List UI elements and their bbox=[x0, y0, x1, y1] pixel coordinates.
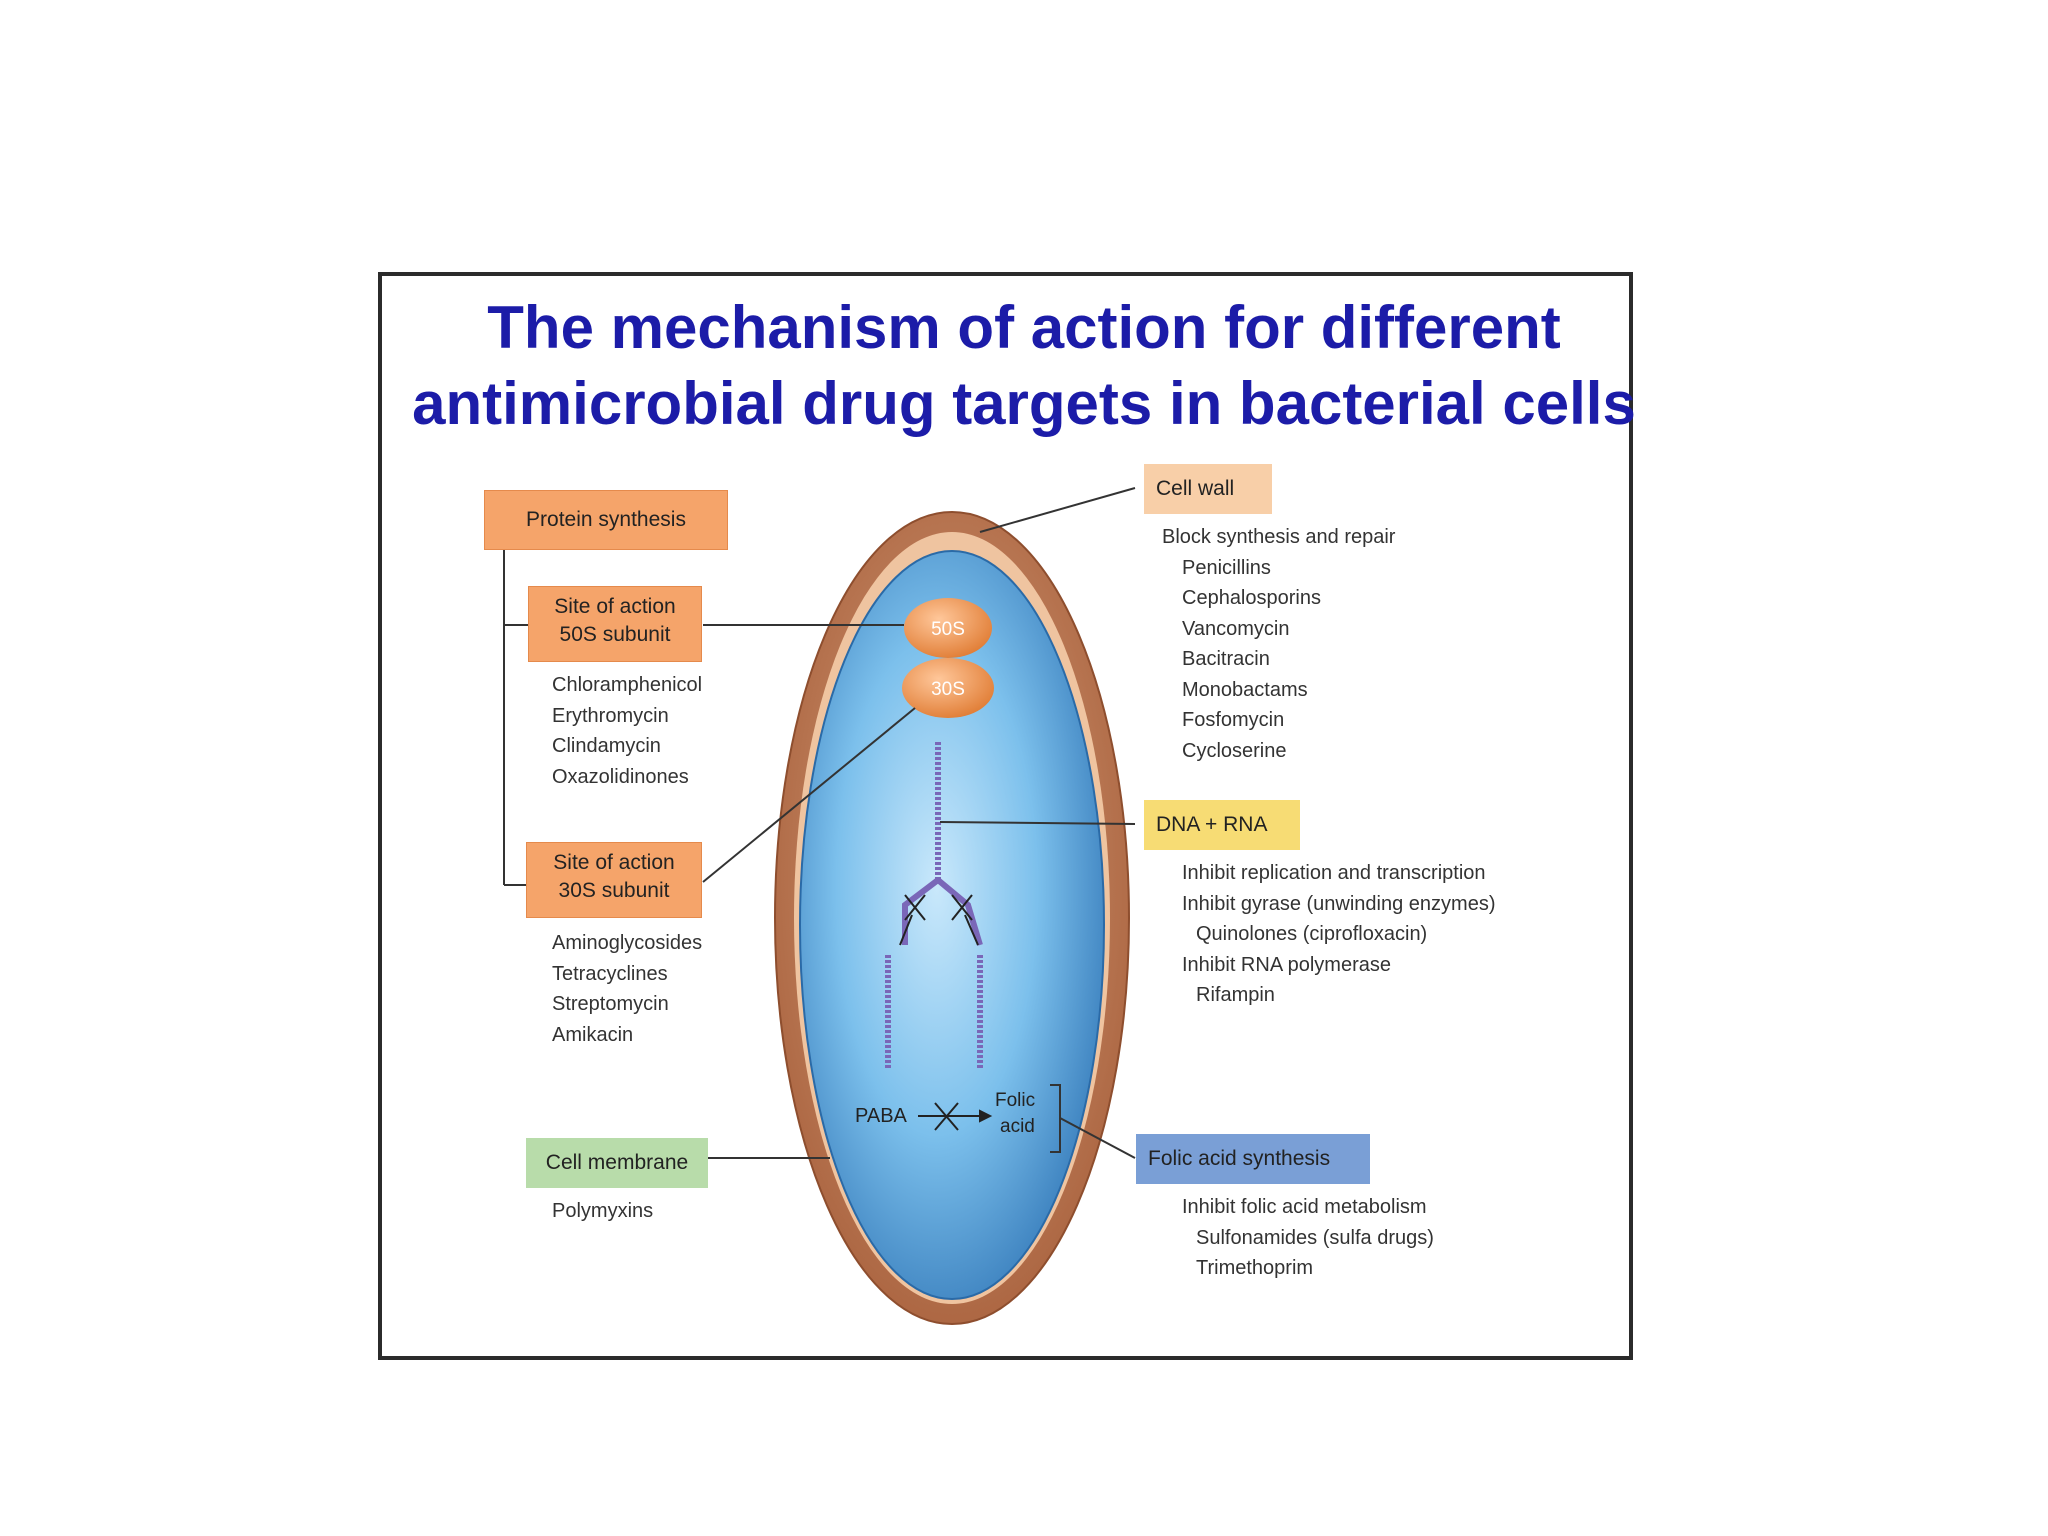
list-item: Cycloserine bbox=[1182, 739, 1287, 762]
list-item: Sulfonamides (sulfa drugs) bbox=[1196, 1226, 1434, 1249]
list-item: Bacitracin bbox=[1182, 648, 1270, 670]
dna-strands bbox=[885, 742, 983, 1070]
ribosome-50s bbox=[904, 598, 992, 658]
site-30s-box: Site of action 30S subunit bbox=[526, 842, 702, 918]
dna-rna-label: DNA + RNA bbox=[1156, 813, 1268, 836]
cell-wall-heading: Block synthesis and repair bbox=[1162, 526, 1396, 548]
title-line-2: antimicrobial drug targets in bacterial … bbox=[412, 370, 1636, 437]
cell-wall-box: Cell wall bbox=[1144, 464, 1272, 514]
folic-acid-box: Folic acid synthesis bbox=[1136, 1134, 1370, 1184]
cell-wall-label: Cell wall bbox=[1156, 477, 1235, 500]
folic-acid-label-line1: Folic bbox=[995, 1090, 1035, 1111]
list-item: Inhibit replication and transcription bbox=[1182, 862, 1486, 884]
diagram-title: The mechanism of action for different an… bbox=[0, 290, 2048, 442]
list-item: Clindamycin bbox=[552, 735, 661, 757]
title-line-1: The mechanism of action for different bbox=[487, 294, 1561, 361]
leader-lines bbox=[702, 487, 1136, 1159]
list-item: Cephalosporins bbox=[1182, 587, 1321, 609]
protein-synthesis-box: Protein synthesis bbox=[484, 490, 728, 550]
folic-acid-label-line2: acid bbox=[1000, 1116, 1035, 1137]
ribosome-50s-label: 50S bbox=[931, 619, 965, 640]
list-item: Erythromycin bbox=[552, 704, 669, 727]
cell-wall-list: Block synthesis and repair Penicillins C… bbox=[1162, 522, 1395, 766]
list-item: Rifampin bbox=[1196, 984, 1275, 1006]
ribosome-30s bbox=[902, 658, 994, 718]
site-50s-box: Site of action 50S subunit bbox=[528, 586, 702, 662]
list-item: Penicillins bbox=[1182, 556, 1271, 579]
list-item: Inhibit gyrase (unwinding enzymes) bbox=[1182, 892, 1496, 915]
cytoplasm bbox=[799, 550, 1105, 1300]
list-item: Inhibit folic acid metabolism bbox=[1182, 1196, 1427, 1218]
list-item: Inhibit RNA polymerase bbox=[1182, 953, 1391, 976]
cell-membrane-box: Cell membrane bbox=[526, 1138, 708, 1188]
drugs-50s-list: Chloramphenicol Erythromycin Clindamycin… bbox=[552, 670, 702, 792]
cell-membrane-label: Cell membrane bbox=[545, 1151, 689, 1174]
list-item: Trimethoprim bbox=[1196, 1257, 1314, 1279]
list-item: Polymyxins bbox=[552, 1200, 654, 1222]
folic-acid-synthesis-label: Folic acid synthesis bbox=[1148, 1147, 1331, 1170]
list-item: Vancomycin bbox=[1182, 617, 1290, 640]
protein-synthesis-bracket bbox=[503, 550, 528, 886]
ribosome-30s-label: 30S bbox=[931, 679, 965, 700]
dna-rna-box: DNA + RNA bbox=[1144, 800, 1300, 850]
drugs-30s-list: Aminoglycosides Tetracyclines Streptomyc… bbox=[552, 928, 702, 1050]
protein-synthesis-label: Protein synthesis bbox=[526, 508, 686, 531]
gyrase-block-marks bbox=[899, 894, 979, 946]
site-50s-line1: Site of action bbox=[554, 595, 676, 618]
list-item: Fosfomycin bbox=[1182, 709, 1285, 731]
site-50s-line2: 50S subunit bbox=[559, 623, 671, 646]
list-item: Amikacin bbox=[552, 1023, 634, 1046]
site-30s-line1: Site of action bbox=[553, 851, 675, 874]
site-30s-line2: 30S subunit bbox=[558, 879, 670, 902]
list-item: Tetracyclines bbox=[552, 962, 668, 985]
folic-acid-list: Inhibit folic acid metabolism Sulfonamid… bbox=[1182, 1192, 1434, 1284]
paba-label: PABA bbox=[855, 1105, 908, 1127]
list-item: Chloramphenicol bbox=[552, 674, 703, 696]
list-item: Oxazolidinones bbox=[552, 765, 689, 788]
list-item: Aminoglycosides bbox=[552, 932, 703, 954]
list-item: Monobactams bbox=[1182, 678, 1308, 701]
list-item: Quinolones (ciprofloxacin) bbox=[1196, 923, 1428, 945]
cell-membrane-drugs: Polymyxins bbox=[552, 1196, 653, 1227]
paba-arrow bbox=[918, 1102, 993, 1131]
dna-rna-list: Inhibit replication and transcription In… bbox=[1182, 858, 1496, 1011]
list-item: Streptomycin bbox=[552, 993, 669, 1015]
